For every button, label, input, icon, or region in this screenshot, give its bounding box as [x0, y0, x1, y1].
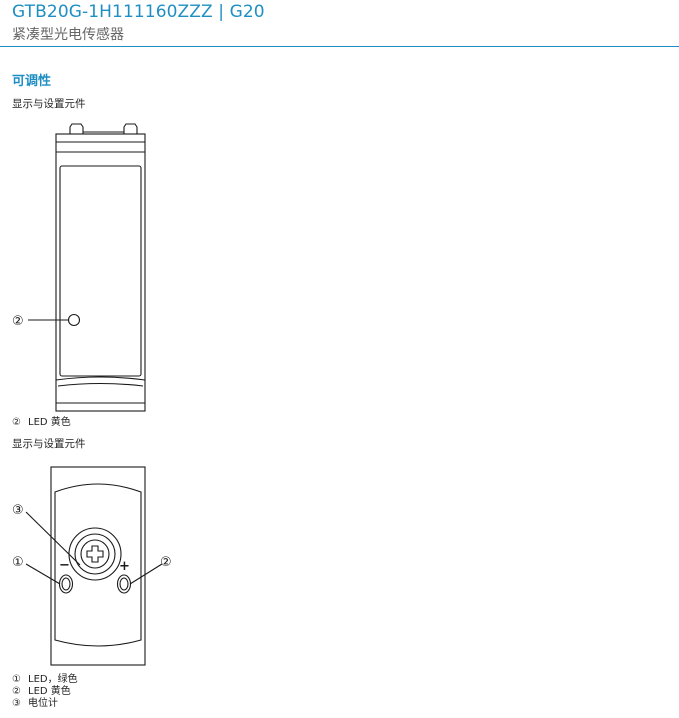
section-title: 可调性	[12, 74, 52, 89]
callout-2-leader	[129, 563, 163, 585]
callout-1-label: ①	[12, 555, 24, 570]
legend-num: ①	[12, 674, 21, 685]
header-rule	[0, 46, 679, 47]
potentiometer-outer-ring	[68, 527, 122, 581]
plus-symbol: +	[119, 559, 130, 574]
led-green-inner	[61, 577, 71, 591]
figure-top-legend: ② LED 黄色	[12, 417, 71, 429]
led-yellow-indicator	[67, 313, 81, 327]
callout-3-leader	[25, 511, 81, 566]
legend-num: ②	[12, 686, 21, 697]
legend-item: ② LED 黄色	[12, 686, 78, 698]
callout-2-label: ②	[160, 555, 172, 570]
sensor-top-frame	[50, 466, 146, 666]
legend-item: ① LED，绿色	[12, 674, 78, 686]
legend-text: LED 黄色	[28, 417, 71, 428]
sensor-top-body	[54, 483, 142, 647]
figure-bottom-legend: ① LED，绿色 ② LED 黄色 ③ 电位计	[12, 674, 78, 710]
sensor-body-outline	[55, 133, 146, 412]
sensor-top-tab-left	[69, 123, 84, 134]
legend-item: ② LED 黄色	[12, 417, 71, 429]
callout-3-label: ③	[12, 503, 24, 518]
sensor-bottom-curve-1	[55, 376, 146, 381]
legend-text: 电位计	[28, 698, 58, 709]
product-subtitle: 紧凑型光电传感器	[12, 27, 124, 43]
legend-num: ③	[12, 698, 21, 709]
potentiometer-cross	[86, 545, 104, 563]
potentiometer-knob	[80, 539, 110, 569]
legend-item: ③ 电位计	[12, 698, 78, 710]
callout-1-leader	[25, 563, 61, 585]
page-header: GTB20G-1H111160ZZZ | G20 紧凑型光电传感器	[0, 0, 679, 48]
sensor-top-view-figure: − + ③ ① ②	[12, 466, 172, 666]
callout-2-label: ②	[12, 314, 24, 329]
minus-symbol: −	[59, 558, 70, 573]
legend-num: ②	[12, 417, 21, 428]
potentiometer-inner-ring	[74, 533, 116, 575]
sensor-bottom-curve-2	[57, 382, 144, 387]
sensor-top-tab-right	[123, 123, 138, 134]
led-yellow-inner	[119, 577, 129, 591]
sensor-side-view-figure: ②	[12, 123, 146, 412]
product-title: GTB20G-1H111160ZZZ | G20	[12, 2, 265, 22]
legend-text: LED 黄色	[28, 686, 71, 697]
sensor-front-window	[59, 165, 142, 377]
legend-text: LED，绿色	[28, 674, 78, 685]
figure-bottom-caption: 显示与设置元件	[12, 438, 86, 450]
figure-top-caption: 显示与设置元件	[12, 98, 86, 110]
